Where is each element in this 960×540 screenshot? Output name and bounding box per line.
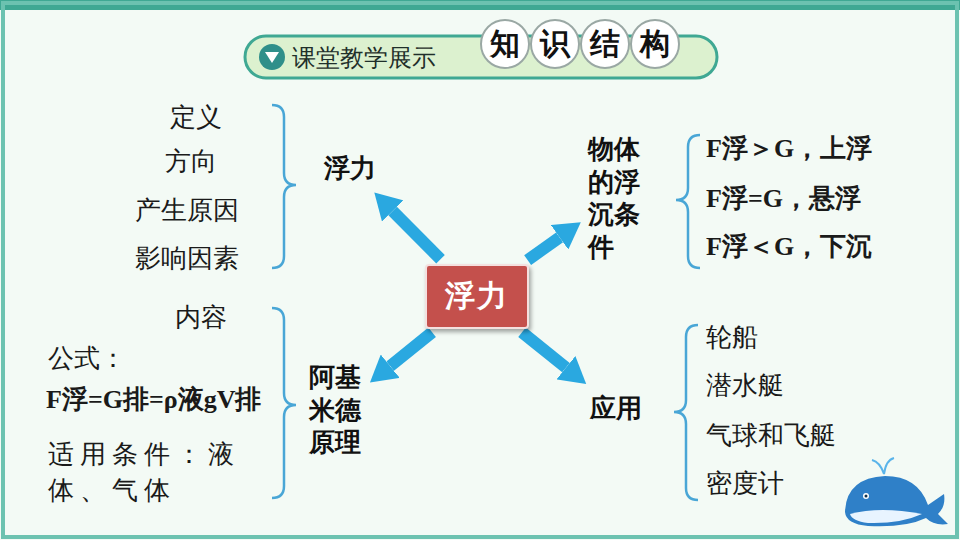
header-text: 课堂教学展示 <box>292 42 436 76</box>
branch-topic: 物体的浮沉条件 <box>586 129 645 267</box>
branch-topic: 应用 <box>588 388 644 429</box>
list-item: 公式： <box>48 340 126 376</box>
list-item: 适用条件：液体、气体 <box>48 436 248 509</box>
bracket <box>272 308 296 498</box>
bracket <box>272 105 296 268</box>
condition-text: F浮=G，悬浮 <box>706 181 861 217</box>
list-item: 轮船 <box>706 319 758 355</box>
whale-illustration <box>845 458 948 526</box>
branch-topic: 浮力 <box>322 148 378 189</box>
node-text: 物体的浮沉条件 <box>588 133 643 263</box>
connector-arrow <box>390 332 432 366</box>
connector-arrow <box>528 237 560 260</box>
header-icon-triangle <box>265 52 279 63</box>
branch-topic: 阿基米德原理 <box>307 357 366 463</box>
list-item: 产生原因 <box>135 192 239 228</box>
condition-text: F浮＜G，下沉 <box>706 229 872 265</box>
list-item: 定义 <box>170 99 222 135</box>
node-text: 浮力 <box>324 152 376 185</box>
list-item: 气球和飞艇 <box>706 417 836 453</box>
list-item: 方向 <box>165 143 217 179</box>
node-text: 应用 <box>590 392 642 425</box>
connector-arrow <box>522 332 566 367</box>
list-item: 内容 <box>175 299 227 335</box>
connector-arrow <box>393 211 441 259</box>
header-icon <box>259 44 285 70</box>
condition-text: F浮＞G，上浮 <box>706 131 872 167</box>
title: 知识结构 <box>490 24 690 65</box>
bracket <box>674 325 698 500</box>
center-box: 浮力 <box>425 264 529 329</box>
node-text: 浮力 <box>445 276 509 317</box>
list-item: 潜水艇 <box>706 367 784 403</box>
slide-frame <box>3 3 957 537</box>
bracket <box>676 135 700 268</box>
list-item: 影响因素 <box>135 240 239 276</box>
node-text: 阿基米德原理 <box>309 361 364 459</box>
list-item: 密度计 <box>706 465 784 501</box>
formula-text: F浮=G排=ρ液gV排 <box>46 382 261 418</box>
